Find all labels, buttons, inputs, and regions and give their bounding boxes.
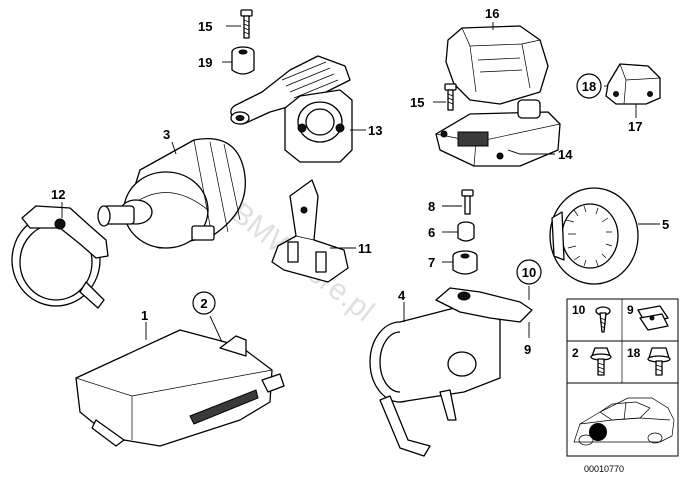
part-5-gear-ring [549, 187, 639, 285]
part-15-screw-mid [444, 83, 457, 111]
callout-13: 13 [368, 123, 382, 138]
panel-bolt-2-icon [590, 347, 612, 376]
panel-label-18: 18 [627, 346, 641, 360]
callout-17: 17 [628, 119, 642, 134]
panel-label-10: 10 [572, 303, 586, 317]
part-19-grommet [231, 46, 255, 75]
small-parts-panel: 10 9 2 18 [566, 298, 679, 457]
callout-12: 12 [51, 187, 65, 202]
callout-3: 3 [163, 127, 170, 142]
location-marker-icon [589, 423, 607, 441]
part-12-clamp [11, 205, 109, 309]
callout-1: 1 [141, 308, 148, 323]
part-11-bracket [271, 179, 349, 283]
part-7-grommet [452, 250, 478, 275]
panel-screw-10-icon [595, 306, 611, 333]
svg-text:10: 10 [522, 265, 536, 280]
panel-label-2: 2 [572, 346, 579, 360]
callout-10-circle: 10 [516, 259, 542, 285]
part-6-sleeve [457, 221, 475, 242]
callout-15-mid: 15 [410, 95, 424, 110]
callout-6: 6 [428, 225, 435, 240]
part-8-bolt [461, 189, 474, 215]
part-14-module [435, 99, 561, 167]
callout-7: 7 [428, 255, 435, 270]
reference-code: 00010770 [584, 464, 624, 474]
callout-5: 5 [662, 217, 669, 232]
callout-11: 11 [358, 241, 372, 256]
part-4-housing [369, 287, 533, 457]
callout-15-top: 15 [198, 19, 212, 34]
callout-18-circle: 18 [576, 73, 602, 99]
part-15-screw-top [240, 9, 253, 39]
callout-8: 8 [428, 199, 435, 214]
part-16-cover [445, 25, 549, 105]
callout-16: 16 [485, 6, 499, 21]
callout-19: 19 [198, 55, 212, 70]
svg-text:2: 2 [200, 296, 207, 311]
callout-2-circle: 2 [192, 291, 216, 315]
panel-bolt-18-icon [647, 347, 671, 376]
car-silhouette-icon [573, 397, 675, 446]
panel-label-9: 9 [627, 303, 634, 317]
part-17-bracket-relay [605, 63, 661, 105]
callout-14: 14 [558, 147, 573, 162]
part-3-motor [97, 138, 246, 249]
part-1-ecu [75, 329, 285, 447]
svg-text:18: 18 [582, 79, 596, 94]
panel-clip-nut-9-icon [637, 305, 669, 331]
part-13-bracket [230, 55, 353, 163]
callout-4: 4 [398, 288, 406, 303]
callout-9: 9 [524, 342, 531, 357]
